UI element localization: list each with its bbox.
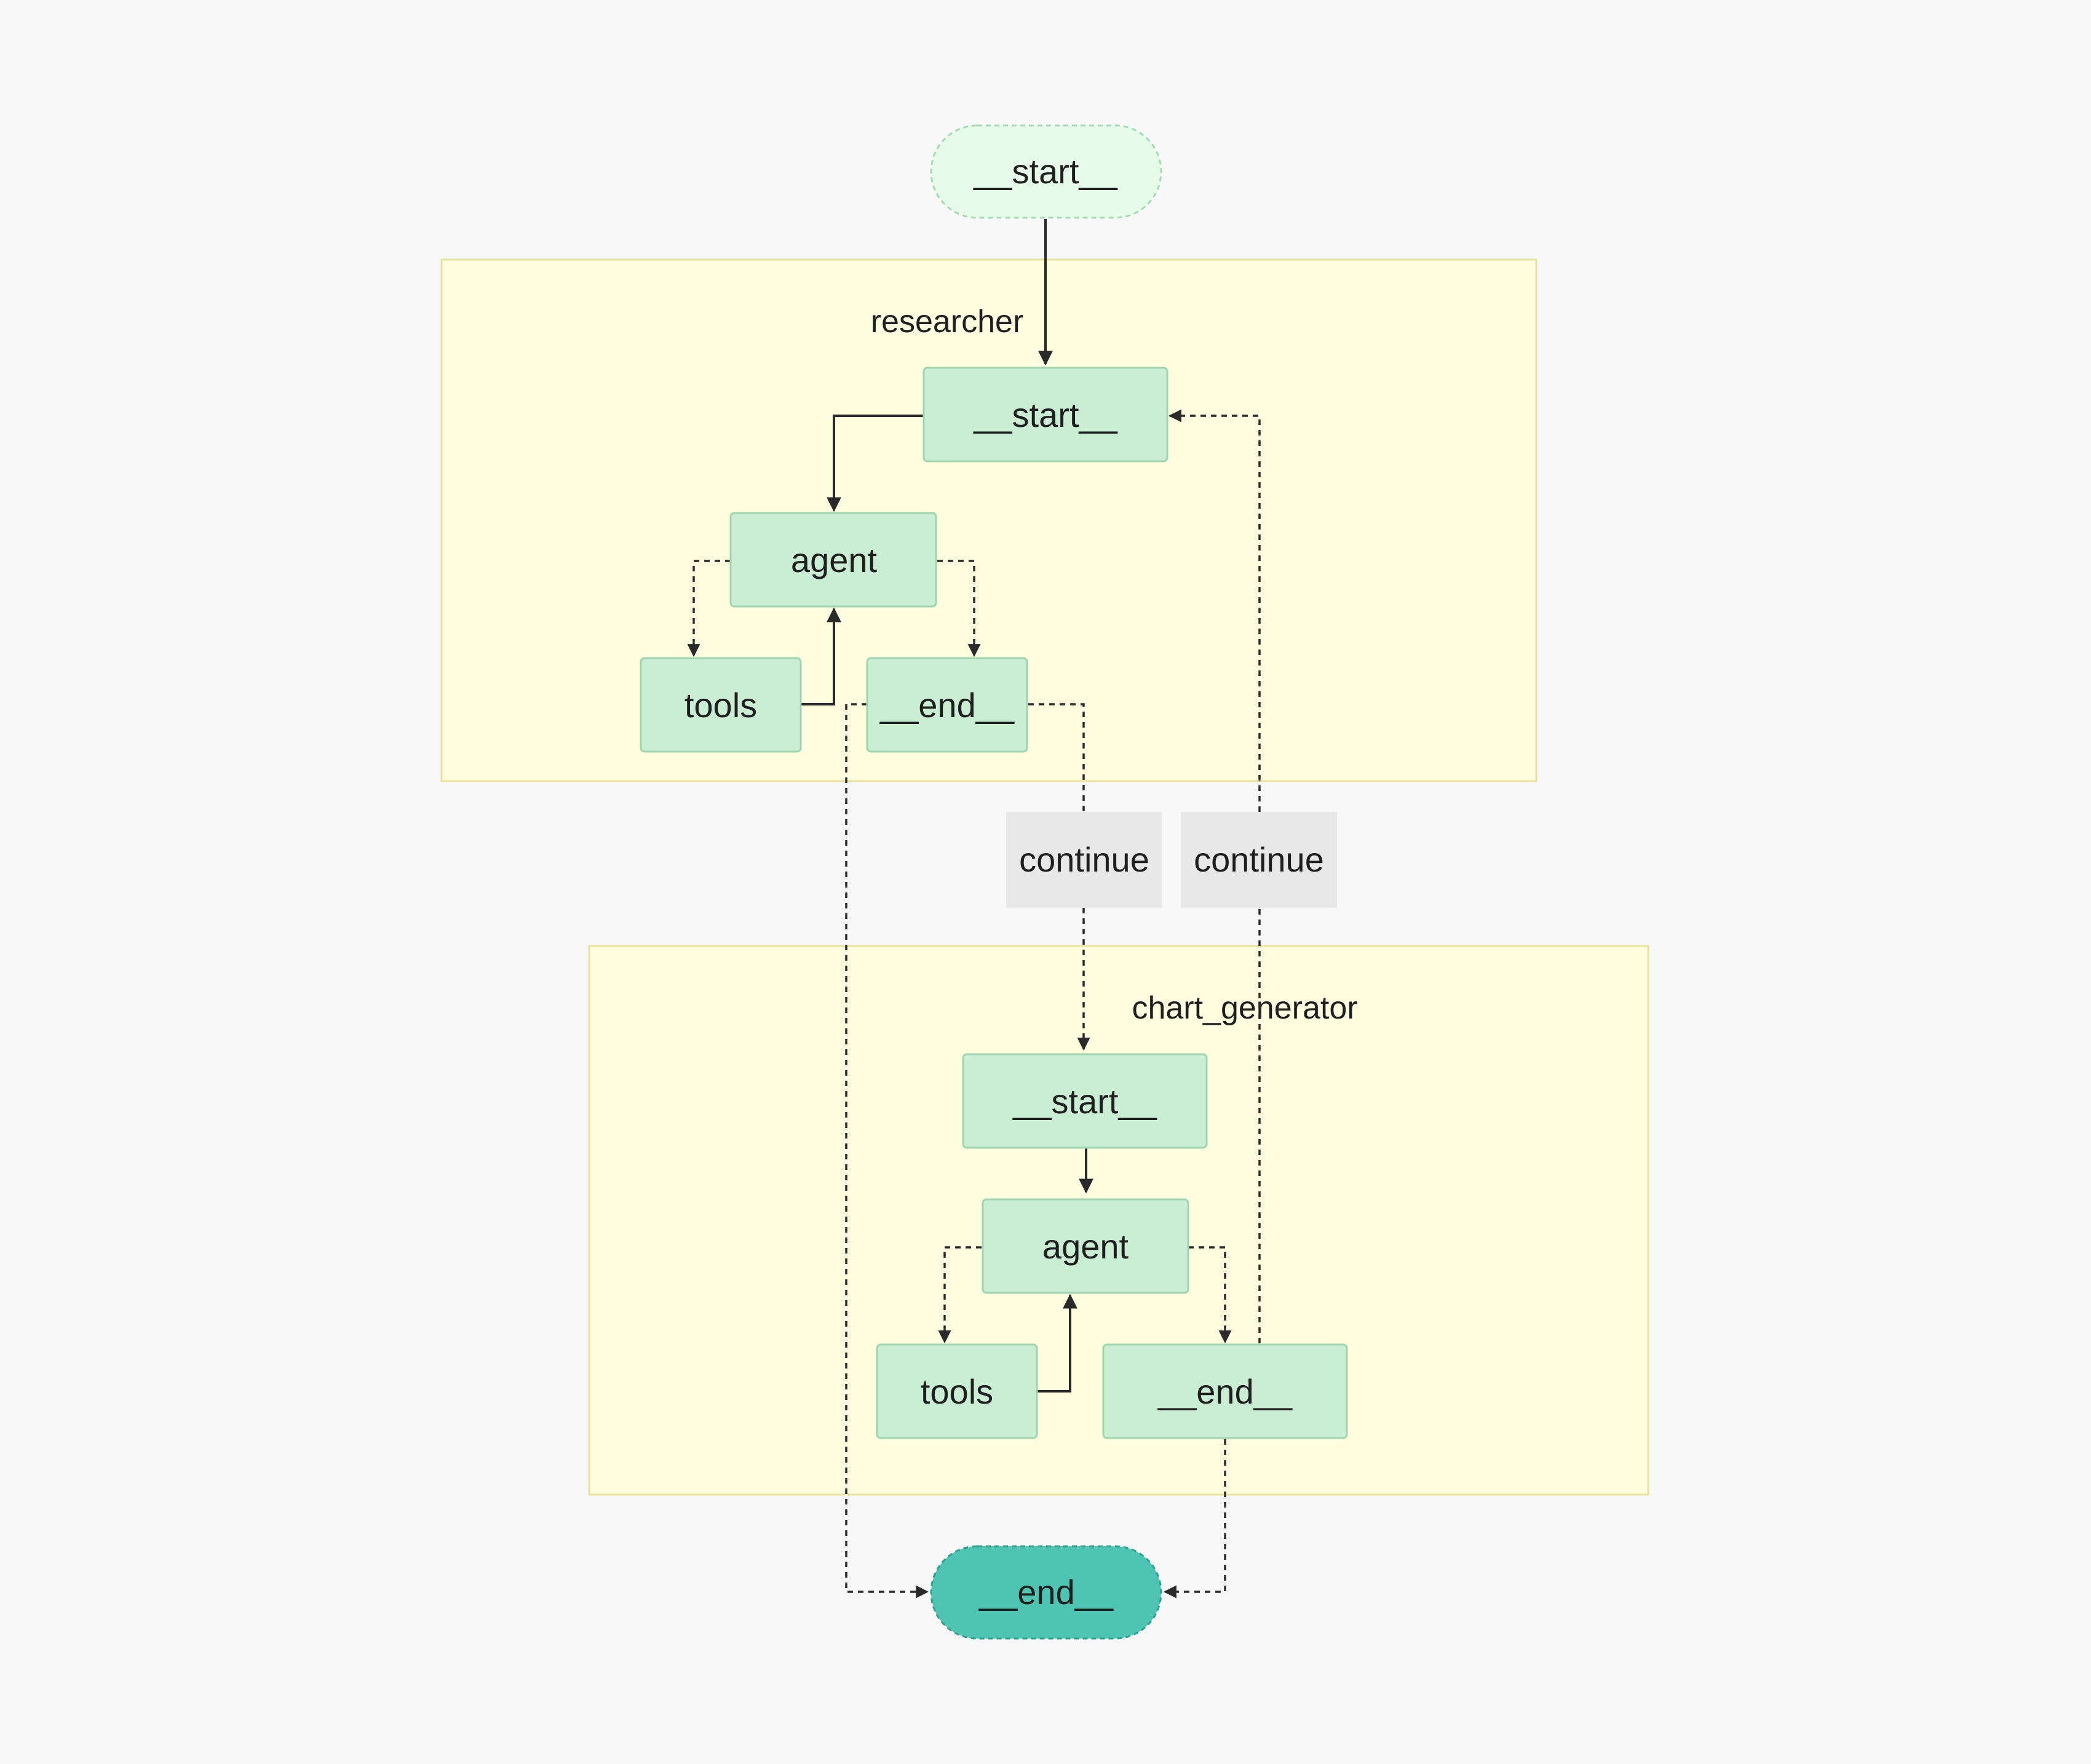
edge-label-continue-to-chart: continue xyxy=(1006,812,1162,908)
chart-tools-label: tools xyxy=(921,1372,993,1411)
edge-researcher-end-to-final-end xyxy=(845,703,929,1599)
researcher-cluster-title: researcher xyxy=(871,304,1024,340)
chart-tools-node[interactable]: tools xyxy=(876,1343,1038,1439)
edge-chart-tools-to-agent xyxy=(1037,1293,1077,1393)
researcher-agent-label: agent xyxy=(791,541,878,579)
edge-researcher-tools-to-agent xyxy=(801,607,841,705)
chart-end-label: __end__ xyxy=(1157,1372,1293,1411)
edge-researcher-end-to-continue xyxy=(1028,703,1085,812)
edge-researcher-agent-to-end xyxy=(937,560,981,658)
researcher-start-label: __start__ xyxy=(973,395,1117,434)
chart-agent-node[interactable]: agent xyxy=(982,1198,1189,1294)
researcher-end-label: __end__ xyxy=(879,686,1015,725)
researcher-tools-node[interactable]: tools xyxy=(640,657,802,753)
researcher-end-node[interactable]: __end__ xyxy=(866,657,1028,753)
chart-end-node[interactable]: __end__ xyxy=(1102,1343,1348,1439)
researcher-tools-label: tools xyxy=(684,686,757,725)
end-node-label: __end__ xyxy=(978,1573,1114,1611)
chart-generator-cluster-title: chart_generator xyxy=(1132,990,1357,1026)
edge-label-text: continue xyxy=(1194,840,1324,879)
edge-label-text: continue xyxy=(1019,840,1149,879)
edge-chart-agent-to-tools xyxy=(938,1246,982,1344)
chart-start-node[interactable]: __start__ xyxy=(962,1053,1208,1149)
start-node-label: __start__ xyxy=(973,152,1117,191)
start-node[interactable]: __start__ xyxy=(930,124,1162,219)
edge-researcher-start-to-agent xyxy=(827,415,924,512)
end-node[interactable]: __end__ xyxy=(930,1545,1162,1640)
edge-label-continue-to-researcher: continue xyxy=(1181,812,1337,908)
researcher-start-node[interactable]: __start__ xyxy=(922,367,1168,463)
researcher-agent-node[interactable]: agent xyxy=(729,512,937,608)
edge-chart-agent-to-end xyxy=(1188,1246,1232,1344)
edge-chart-end-to-final-end xyxy=(1163,1439,1226,1599)
edge-researcher-agent-to-tools xyxy=(687,560,731,658)
chart-start-label: __start__ xyxy=(1012,1082,1157,1121)
chart-agent-label: agent xyxy=(1042,1227,1129,1266)
